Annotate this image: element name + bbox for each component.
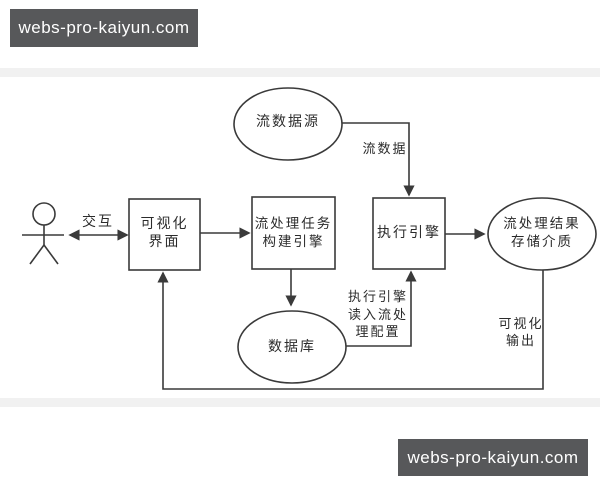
node-result-storage — [487, 197, 597, 271]
node-database — [237, 310, 347, 384]
watermark-text: webs-pro-kaiyun.com — [18, 18, 190, 37]
node-label-database: 数据库 — [268, 340, 316, 355]
user-actor-icon — [22, 202, 64, 265]
watermark-bottom-right: webs-pro-kaiyun.com — [398, 439, 588, 476]
node-label-task-engine: 流处理任务 构建引擎 — [254, 216, 333, 249]
edge-label-visual-output: 可视化 输出 — [498, 316, 544, 348]
edge-source-execution — [342, 122, 415, 197]
edge-label-interaction: 交互 — [82, 215, 114, 230]
watermark-text: webs-pro-kaiyun.com — [407, 447, 579, 467]
figure-bottom-edge-band — [0, 398, 600, 407]
node-label-result-storage: 流处理结果 存储介质 — [503, 216, 581, 249]
node-task-engine — [251, 196, 336, 270]
edge-database-execution — [346, 270, 417, 347]
figure-top-edge-band — [0, 68, 600, 77]
node-label-stream-source: 流数据源 — [256, 115, 320, 130]
edge-label-read-config: 执行引擎 读入流处 理配置 — [347, 289, 408, 339]
node-label-execution-engine: 执行引擎 — [377, 226, 441, 241]
node-label-visual-interface: 可视化 界面 — [140, 217, 189, 250]
node-visual-interface — [128, 198, 201, 271]
edge-label-stream-data: 流数据 — [362, 141, 408, 156]
node-stream-source — [233, 87, 343, 161]
watermark-top-left: webs-pro-kaiyun.com — [10, 9, 198, 47]
edge-storage-interface-feedback — [157, 270, 544, 390]
